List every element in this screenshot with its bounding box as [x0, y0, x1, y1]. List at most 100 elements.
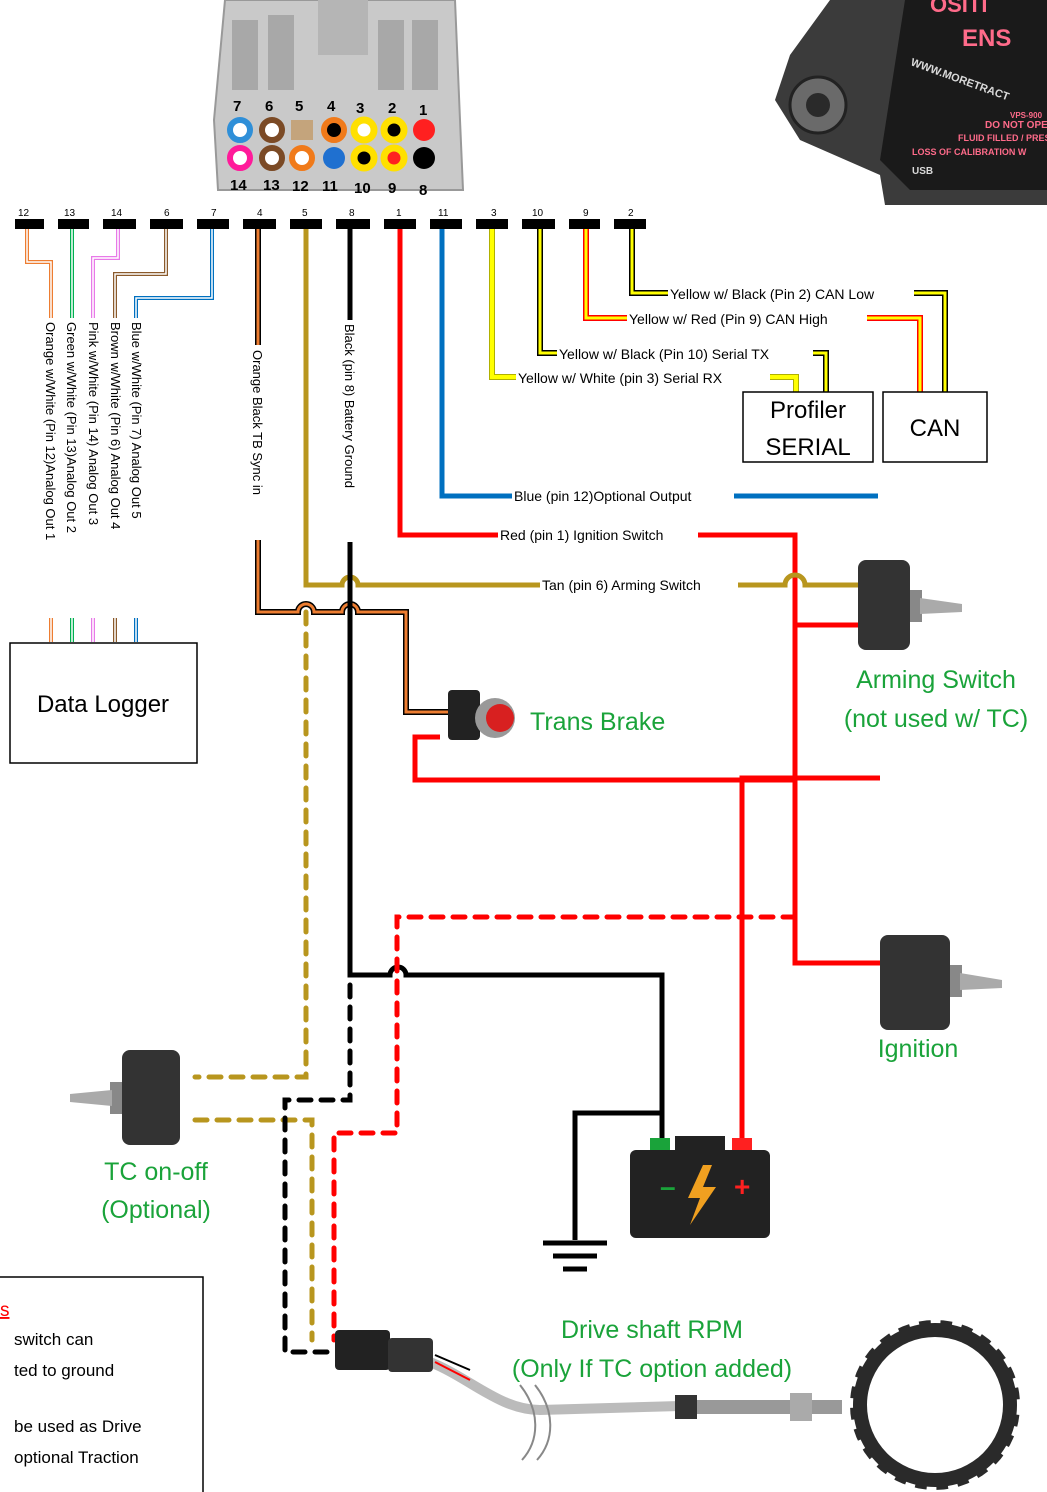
notes-box: s switch can ted to ground be used as Dr… — [0, 1276, 204, 1492]
drive-shaft-harness — [428, 1354, 681, 1461]
notes-line-4: optional Traction — [14, 1448, 139, 1467]
label-can-low: Yellow w/ Black (Pin 2) CAN Low — [670, 286, 875, 302]
connector-number-5: 5 — [295, 98, 303, 115]
trigger-wheel-icon — [847, 1317, 1023, 1492]
ignition-label: Ignition — [878, 1035, 959, 1063]
profiler-serial-box: Profiler SERIAL — [742, 391, 874, 463]
connector-pin-12 — [289, 145, 315, 171]
drive-shaft-label-line1: Drive shaft RPM — [561, 1316, 743, 1344]
connector: 7 6 5 4 3 2 1 14 13 12 11 10 9 8 — [212, 0, 465, 199]
position-sensor: OSITI ENS WWW.MORETRACT VPS-900 DO NOT O… — [775, 0, 1047, 205]
profiler-label-line1: Profiler — [770, 397, 846, 424]
arming-switch-icon — [858, 560, 962, 650]
connector-pin-4 — [321, 117, 347, 143]
strip-pin-10: 10 — [532, 208, 544, 219]
connector-number-9: 9 — [388, 180, 396, 197]
sensor-model: VPS-900 — [1010, 111, 1043, 120]
data-logger-label: Data Logger — [37, 691, 169, 718]
connector-number-2: 2 — [388, 100, 396, 117]
arming-switch-label-line1: Arming Switch — [856, 666, 1016, 694]
label-analog-out-2: Green w/White (Pin 13)Analog Out 2 — [64, 322, 79, 533]
wire-tan-dashed-1 — [192, 609, 309, 1080]
label-tb-sync: Orange Black TB Sync in — [250, 350, 265, 495]
notes-line-3: be used as Drive — [14, 1417, 142, 1436]
label-battery-ground: Black (pin 8) Battery Ground — [342, 324, 357, 488]
connector-pin-11 — [323, 147, 345, 169]
connector-number-3: 3 — [356, 100, 364, 117]
connector-pin-2 — [380, 116, 408, 144]
label-optional-output: Blue (pin 12)Optional Output — [514, 488, 692, 504]
strip-pin-4: 4 — [257, 208, 263, 219]
label-ignition-switch: Red (pin 1) Ignition Switch — [500, 527, 663, 543]
label-analog-out-4: Brown w/White (Pin 6) Analog Out 4 — [108, 322, 123, 529]
connector-pin-5 — [291, 120, 313, 140]
strip-pin-6: 6 — [164, 208, 170, 219]
sensor-title-bottom: ENS — [962, 25, 1011, 52]
can-box: CAN — [882, 391, 988, 463]
tc-switch-icon — [70, 1050, 180, 1145]
battery-icon: – + — [630, 1136, 770, 1238]
label-analog-out-5: Blue w/White (Pin 7) Analog Out 5 — [129, 322, 144, 519]
can-label: CAN — [910, 415, 961, 442]
label-analog-out-1: Orange w/White (Pin 12)Analog Out 1 — [43, 322, 58, 540]
label-serial-rx: Yellow w/ White (pin 3) Serial RX — [518, 370, 723, 386]
dashed-wires — [192, 609, 798, 1355]
wire-black-dashed — [282, 982, 353, 1355]
connector-number-14: 14 — [230, 177, 247, 194]
wire-red-dashed — [331, 914, 798, 1343]
connector-pin-1 — [413, 119, 435, 141]
connector-pin-3 — [350, 116, 378, 144]
battery-plus-label: + — [734, 1171, 750, 1202]
tc-label-line1: TC on-off — [104, 1158, 208, 1186]
label-arming-switch: Tan (pin 6) Arming Switch — [542, 577, 701, 593]
sensor-usb-label: USB — [912, 166, 933, 177]
sensor-warning-1: DO NOT OPE — [985, 120, 1047, 131]
ignition-switch-icon — [880, 935, 1002, 1030]
connector-number-4: 4 — [327, 98, 336, 115]
connector-number-6: 6 — [265, 98, 273, 115]
strip-pin-12: 12 — [18, 208, 30, 219]
wire-red-ignition — [397, 229, 880, 1140]
notes-line-1: switch can — [14, 1330, 93, 1349]
sensor-warning-3: LOSS OF CALIBRATION W — [912, 147, 1027, 157]
connector-pin-9 — [380, 144, 408, 172]
strip-pin-9: 9 — [583, 208, 589, 219]
connector-pin-10 — [350, 144, 378, 172]
label-analog-out-3: Pink w/White (Pin 14) Analog Out 3 — [86, 322, 101, 525]
strip-pin-2: 2 — [628, 208, 634, 219]
wire-tan-dashed-2 — [192, 1117, 315, 1343]
strip-pin-13: 13 — [64, 208, 76, 219]
connector-pin-14 — [227, 145, 253, 171]
label-can-high: Yellow w/ Red (Pin 9) CAN High — [629, 311, 828, 327]
arming-switch-label-line2: (not used w/ TC) — [844, 705, 1028, 733]
strip-pin-14: 14 — [111, 208, 123, 219]
harness-connector-icon — [335, 1330, 433, 1372]
connector-pin-8 — [413, 147, 435, 169]
strip-pin-5: 5 — [302, 208, 308, 219]
sensor-warning-2: FLUID FILLED / PRES — [958, 133, 1047, 143]
analog-labels: Blue w/White (Pin 7) Analog Out 5 Brown … — [43, 322, 144, 540]
connector-number-1: 1 — [419, 102, 427, 119]
strip-pin-7: 7 — [211, 208, 217, 219]
connector-number-8: 8 — [419, 182, 427, 199]
trans-brake-label: Trans Brake — [530, 708, 665, 736]
strip-pin-11: 11 — [438, 208, 449, 219]
connector-pin-13 — [259, 145, 285, 171]
ground-symbol-icon — [543, 1110, 662, 1272]
profiler-label-line2: SERIAL — [765, 434, 850, 461]
label-serial-tx: Yellow w/ Black (Pin 10) Serial TX — [559, 346, 770, 362]
data-logger-box: Data Logger — [9, 642, 198, 764]
notes-line-2: ted to ground — [14, 1361, 114, 1380]
connector-pin-7 — [227, 117, 253, 143]
pin-strip: 12 13 14 6 7 4 5 8 1 11 3 10 9 2 — [15, 208, 646, 229]
notes-heading: s — [0, 1300, 10, 1321]
strip-pin-1: 1 — [396, 208, 402, 219]
connector-number-12: 12 — [292, 178, 309, 195]
strip-pin-8: 8 — [349, 208, 355, 219]
connector-number-10: 10 — [354, 180, 371, 197]
tc-label-line2: (Optional) — [101, 1196, 211, 1224]
wire-orange-tb-sync — [255, 229, 450, 715]
connector-number-7: 7 — [233, 98, 241, 115]
strip-pin-3: 3 — [491, 208, 497, 219]
